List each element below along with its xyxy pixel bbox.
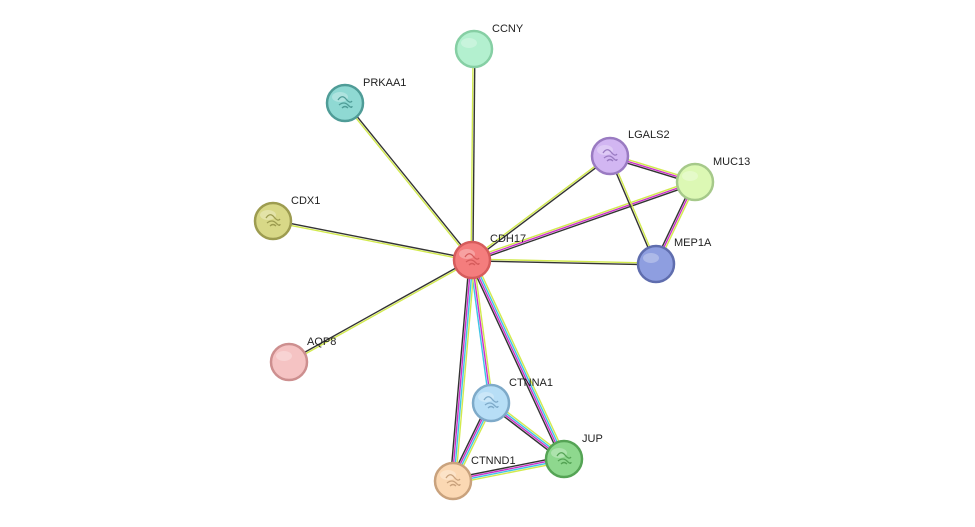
- edge-evidence-line: [345, 101, 474, 260]
- node-label: PRKAA1: [363, 77, 406, 89]
- node-label: LGALS2: [628, 129, 670, 141]
- node-label: CTNNA1: [509, 377, 553, 389]
- edge-evidence-line: [610, 155, 658, 264]
- edge-evidence-line: [473, 259, 494, 403]
- edge-cdh17-cdx1[interactable]: [272, 219, 473, 262]
- edge-evidence-line: [272, 221, 472, 262]
- node-circle: [454, 29, 494, 69]
- edge-cdh17-ctnnd1[interactable]: [449, 259, 476, 482]
- structure-icon: [556, 452, 572, 465]
- edge-evidence-line: [289, 260, 473, 364]
- edge-evidence-line: [471, 154, 610, 260]
- node-label: AQP8: [307, 336, 336, 348]
- edge-evidence-line: [453, 260, 474, 482]
- structure-icon: [265, 214, 281, 227]
- node-label: JUP: [582, 433, 603, 445]
- node-ctnnd1[interactable]: CTNND1: [433, 455, 516, 501]
- node-cdh17[interactable]: CDH17: [452, 233, 526, 280]
- edge-cdh17-mep1a[interactable]: [471, 258, 657, 266]
- edge-evidence-line: [472, 259, 566, 459]
- node-mep1a[interactable]: MEP1A: [636, 237, 712, 284]
- structure-icon: [464, 253, 480, 266]
- node-prkaa1[interactable]: PRKAA1: [325, 77, 406, 123]
- node-label: CTNND1: [471, 455, 516, 467]
- node-muc13[interactable]: MUC13: [675, 156, 750, 202]
- node-lgals2[interactable]: LGALS2: [590, 129, 670, 176]
- node-ccny[interactable]: CCNY: [454, 23, 524, 69]
- node-label: CCNY: [492, 23, 524, 35]
- node-highlight: [461, 38, 477, 48]
- edge-evidence-line: [473, 258, 568, 459]
- edge-evidence-line: [343, 103, 472, 262]
- edge-evidence-line: [471, 181, 696, 261]
- edge-evidence-line: [470, 48, 474, 260]
- node-circle: [636, 244, 676, 284]
- edge-evidence-line: [471, 260, 656, 266]
- edge-cdh17-lgals2[interactable]: [471, 154, 611, 262]
- edge-cdh17-ccny[interactable]: [470, 48, 476, 261]
- edge-evidence-line: [472, 183, 696, 263]
- edge-evidence-line: [449, 259, 471, 481]
- edge-evidence-line: [273, 219, 473, 260]
- edge-evidence-line: [472, 156, 611, 262]
- edge-cdh17-ctnna1[interactable]: [469, 259, 494, 404]
- node-aqp8[interactable]: AQP8: [269, 336, 336, 382]
- edge-evidence-line: [472, 258, 657, 264]
- node-highlight: [643, 253, 659, 263]
- edge-lgals2-mep1a[interactable]: [608, 155, 658, 265]
- edge-evidence-line: [470, 260, 564, 460]
- node-circle: [269, 342, 309, 382]
- edge-evidence-line: [468, 260, 563, 461]
- node-highlight: [682, 171, 698, 181]
- node-highlight: [276, 351, 292, 361]
- edge-cdh17-jup[interactable]: [468, 258, 568, 461]
- edge-cdh17-aqp8[interactable]: [288, 258, 473, 364]
- edge-cdh17-muc13[interactable]: [471, 179, 696, 263]
- edge-cdh17-prkaa1[interactable]: [343, 101, 474, 262]
- structure-icon: [483, 396, 499, 409]
- edge-evidence-line: [608, 156, 656, 265]
- structure-icon: [445, 474, 461, 487]
- node-cdx1[interactable]: CDX1: [253, 195, 320, 241]
- edge-evidence-line: [454, 260, 476, 482]
- edge-evidence-line: [471, 179, 695, 259]
- node-circle: [675, 162, 715, 202]
- edge-evidence-line: [469, 260, 490, 404]
- node-ctnna1[interactable]: CTNNA1: [471, 377, 553, 423]
- edge-evidence-line: [472, 49, 476, 261]
- node-jup[interactable]: JUP: [544, 433, 603, 479]
- edge-evidence-line: [471, 259, 492, 404]
- node-label: MUC13: [713, 156, 750, 168]
- node-label: MEP1A: [674, 237, 712, 249]
- node-label: CDX1: [291, 195, 320, 207]
- edge-evidence-line: [451, 259, 472, 481]
- structure-icon: [337, 96, 353, 109]
- node-label: CDH17: [490, 233, 526, 245]
- structure-icon: [602, 149, 618, 162]
- edge-evidence-line: [288, 258, 472, 362]
